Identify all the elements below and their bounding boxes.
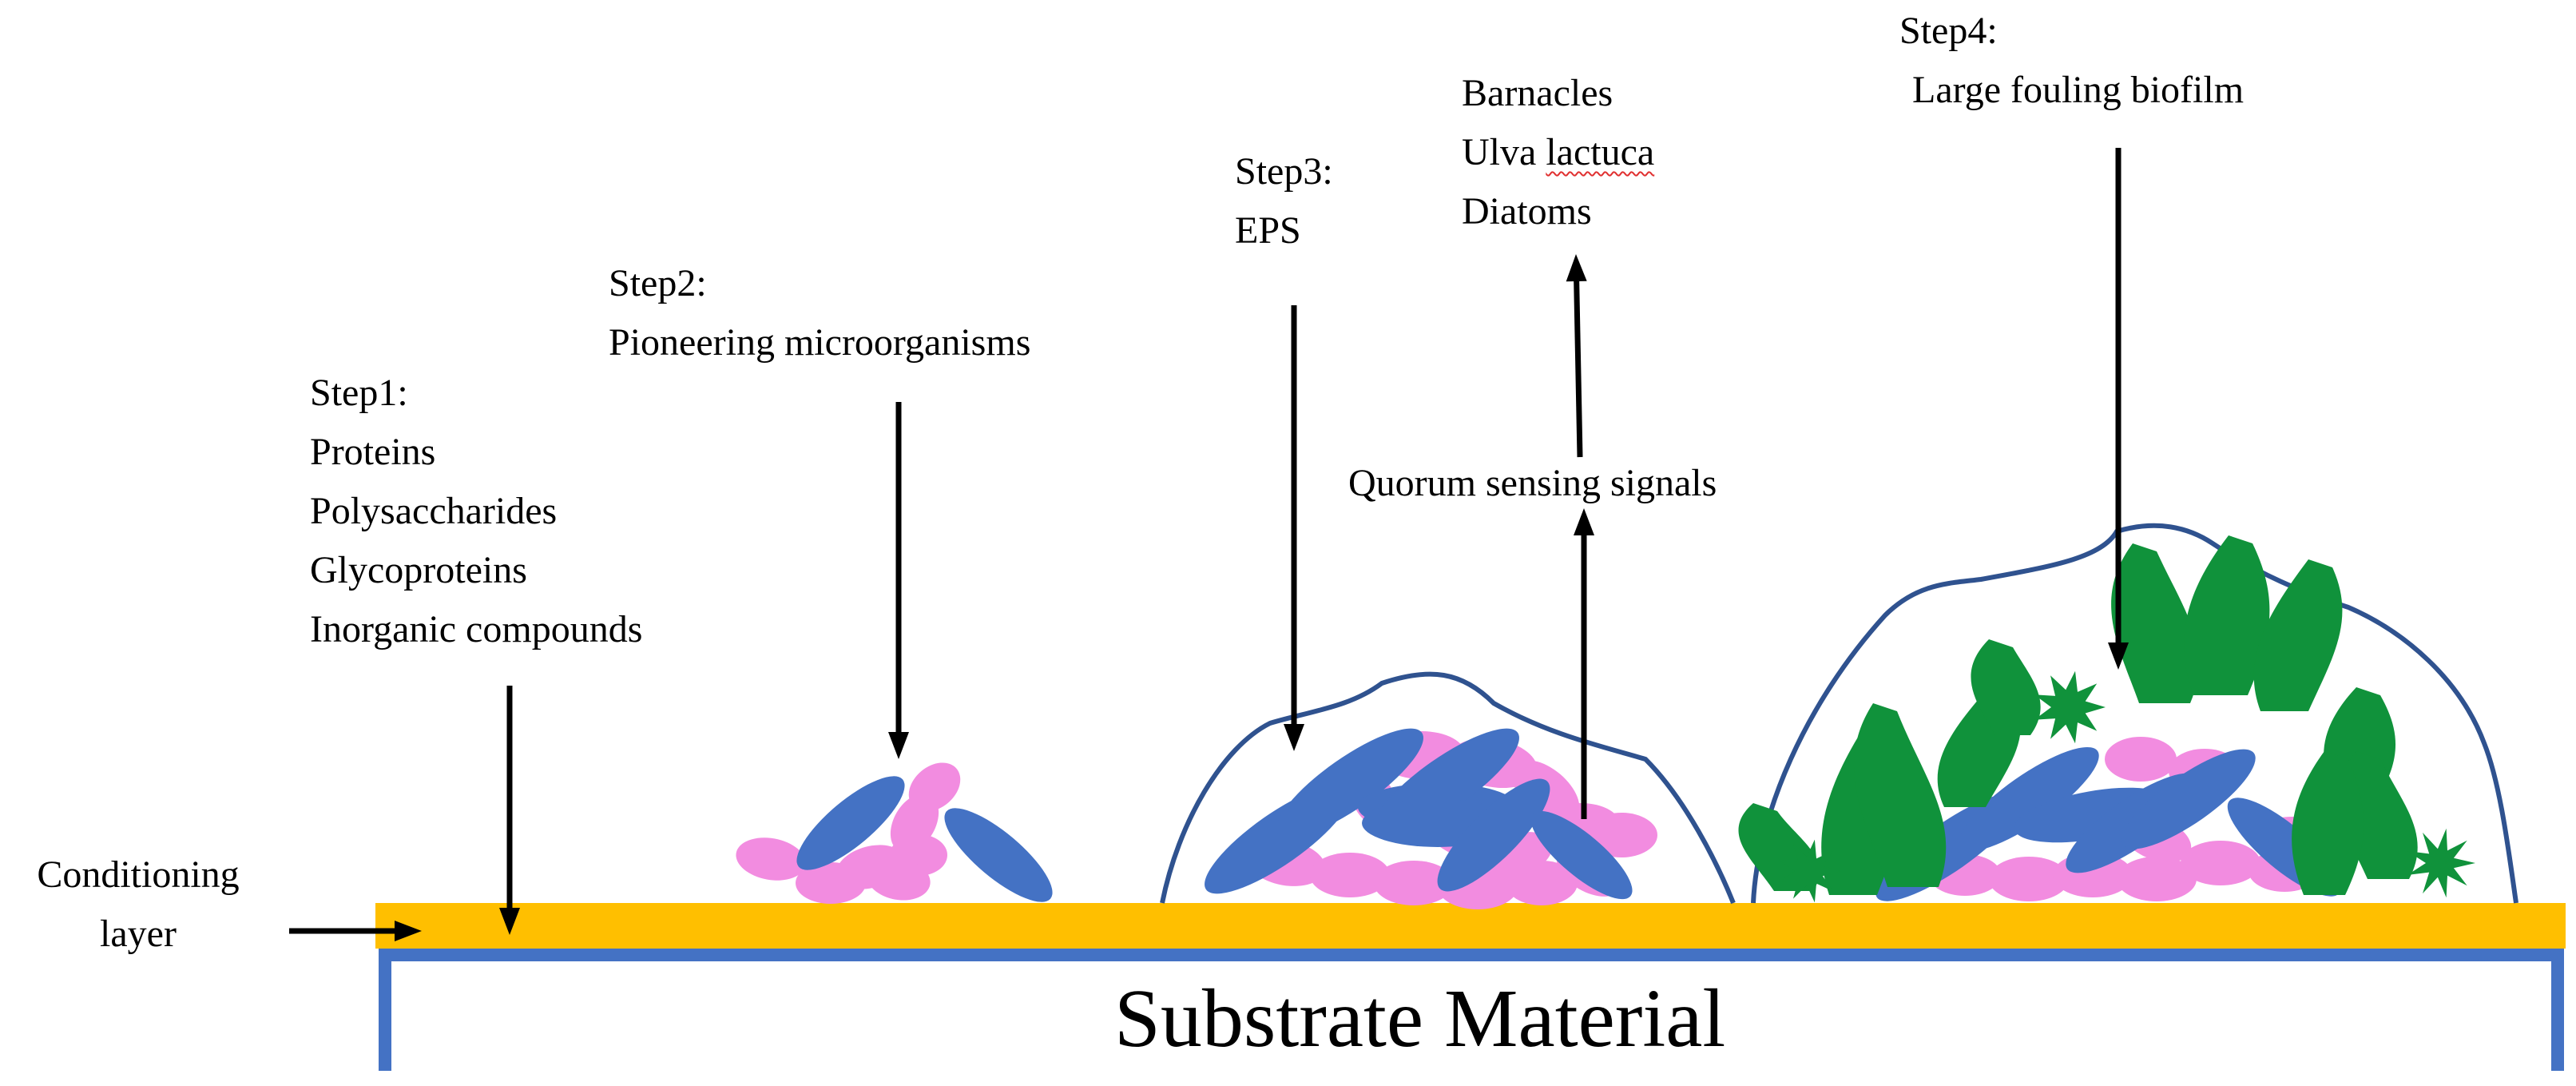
step1-item-inorganic: Inorganic compounds (310, 608, 643, 650)
substrate-material-label: Substrate Material (1114, 973, 1726, 1064)
step3-subtitle: EPS (1235, 209, 1301, 252)
pink-bacterium (2181, 841, 2260, 885)
arrow-step4 (2108, 148, 2129, 670)
arrow-conditioning-layer (289, 921, 422, 941)
quorum-sensing-label: Quorum sensing signals (1348, 462, 1717, 504)
blue-bacterium (1530, 810, 1633, 900)
arrow-quorum-up (1574, 508, 1594, 819)
step1-label: Step1: Proteins Polysaccharides Glycopro… (310, 364, 642, 659)
conditioning-layer (375, 903, 2566, 949)
algae-frond (1853, 703, 1947, 887)
step3-label: Step3: EPS (1235, 142, 1333, 261)
organism-layer (736, 535, 2475, 909)
diatom-star (2034, 670, 2106, 744)
algae-frond (2184, 535, 2270, 695)
conditioning-layer-label: Conditioning layer (8, 845, 268, 964)
step1-item-glycoproteins: Glycoproteins (310, 549, 527, 591)
conditioning-label-line2: layer (100, 913, 177, 955)
step2-microorganism-cluster (736, 762, 1053, 904)
pink-bacterium (2105, 737, 2177, 782)
step4-label: Step4: Large fouling biofilm (1899, 2, 2244, 120)
pink-bacterium (1586, 813, 1657, 857)
step1-item-polysaccharides: Polysaccharides (310, 490, 558, 532)
eps-dome-step4 (1751, 523, 2518, 904)
arrow-step2 (888, 402, 909, 759)
arrow-quorum-to-organisms (1566, 254, 1587, 458)
blue-bacterium (2122, 749, 2256, 849)
organism-ulva-text: Ulva lactuca (1462, 131, 1655, 173)
step4-title: Step4: (1899, 10, 1998, 52)
blue-bacterium (796, 776, 905, 870)
step3-title: Step3: (1235, 150, 1333, 193)
substrate-block (379, 949, 2564, 1071)
pink-bacterium (2117, 857, 2197, 901)
pink-bacterium (736, 837, 806, 881)
step4-subtitle: Large fouling biofilm (1912, 69, 2245, 111)
algae-frond (2111, 543, 2199, 703)
pink-bacterium (867, 857, 931, 901)
blue-bacterium (1276, 728, 1423, 838)
organism-ulva: Ulva lactuca (1462, 123, 1654, 182)
pink-bacterium (890, 794, 939, 853)
organism-barnacles: Barnacles (1462, 72, 1613, 114)
conditioning-label-line1: Conditioning (37, 853, 240, 896)
step2-title: Step2: (609, 262, 707, 304)
pink-bacterium (1989, 857, 2069, 901)
diatom-star (2407, 828, 2475, 898)
arrow-layer (289, 148, 2129, 941)
diatom-star (1779, 839, 1841, 903)
step2-subtitle: Pioneering microorganisms (609, 321, 1031, 364)
eps-dome-step3 (1160, 671, 1736, 905)
blue-bacterium (1959, 746, 2099, 852)
blue-bacterium (944, 808, 1053, 902)
algae-frond (1971, 639, 2041, 735)
arrow-step1 (499, 686, 520, 935)
arrow-step3 (1284, 305, 1304, 751)
blue-bacterium (1437, 778, 1550, 892)
spellcheck-underline: lactuca (1546, 131, 1655, 173)
pink-bacterium (1374, 861, 1454, 905)
step2-label: Step2: Pioneering microorganisms (609, 254, 1030, 372)
step1-title: Step1: (310, 372, 408, 414)
step1-item-proteins: Proteins (310, 431, 436, 473)
algae-frond (2253, 559, 2343, 711)
pink-bacterium (1310, 853, 1390, 897)
organism-diatoms: Diatoms (1462, 190, 1592, 233)
organisms-label: Barnacles Ulva lactuca Diatoms (1462, 64, 1654, 241)
algae-frond (2292, 751, 2364, 895)
step3-eps-cluster (1205, 728, 1657, 909)
